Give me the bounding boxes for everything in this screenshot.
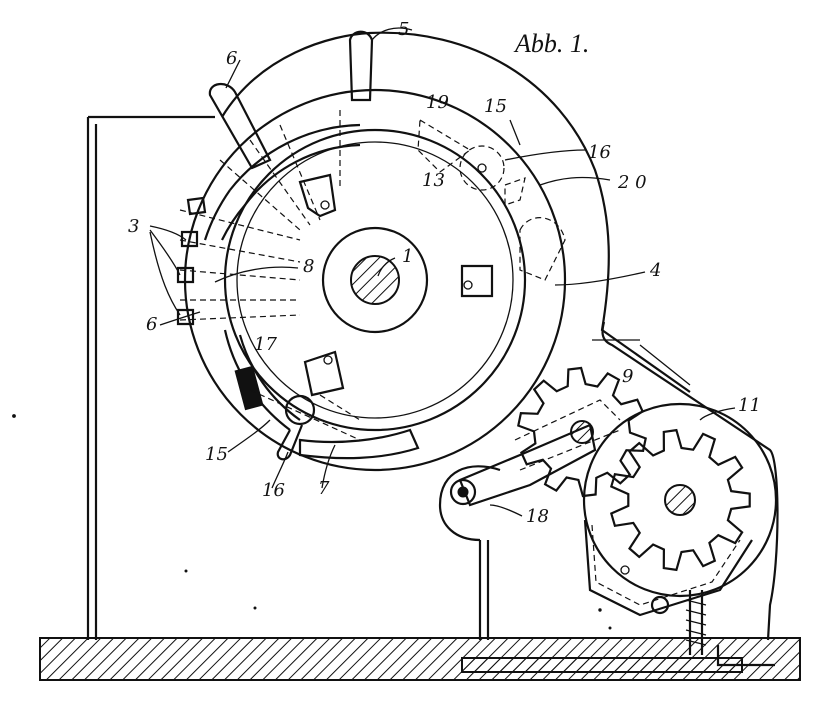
label-6-top: 6 [226, 48, 237, 69]
speck-marks [12, 414, 612, 630]
bracket-and-spring [583, 519, 753, 655]
part-labels: 5 6 19 15 16 13 2 0 3 1 8 4 6 17 9 11 15… [128, 19, 761, 527]
label-1: 1 [402, 246, 413, 267]
label-9: 9 [622, 366, 633, 387]
upper-right-parts [417, 118, 566, 281]
slot-sector [176, 110, 361, 326]
housing [86, 31, 779, 667]
label-7: 7 [318, 478, 330, 499]
label-13: 13 [422, 170, 445, 191]
label-15-bottom: 15 [205, 444, 228, 465]
base-plate [39, 637, 801, 681]
label-6-left: 6 [146, 314, 157, 335]
label-19: 19 [426, 92, 449, 113]
figure-title: Abb. 1. [513, 29, 589, 58]
label-18: 18 [526, 506, 549, 527]
label-15-top: 15 [484, 96, 507, 117]
label-20: 2 0 [617, 172, 647, 193]
levers-top [208, 30, 374, 170]
label-4: 4 [649, 260, 661, 281]
label-16-bottom: 16 [262, 480, 285, 501]
label-8: 8 [303, 256, 314, 277]
label-11: 11 [738, 395, 761, 416]
drum-brackets [298, 173, 494, 397]
leader-lines [149, 27, 736, 517]
arm-18 [449, 399, 621, 507]
label-3: 3 [128, 216, 139, 237]
label-16-top: 16 [588, 142, 611, 163]
main-drum [183, 88, 567, 472]
label-17: 17 [254, 334, 277, 355]
gear-large [582, 402, 778, 598]
label-5: 5 [398, 19, 409, 40]
